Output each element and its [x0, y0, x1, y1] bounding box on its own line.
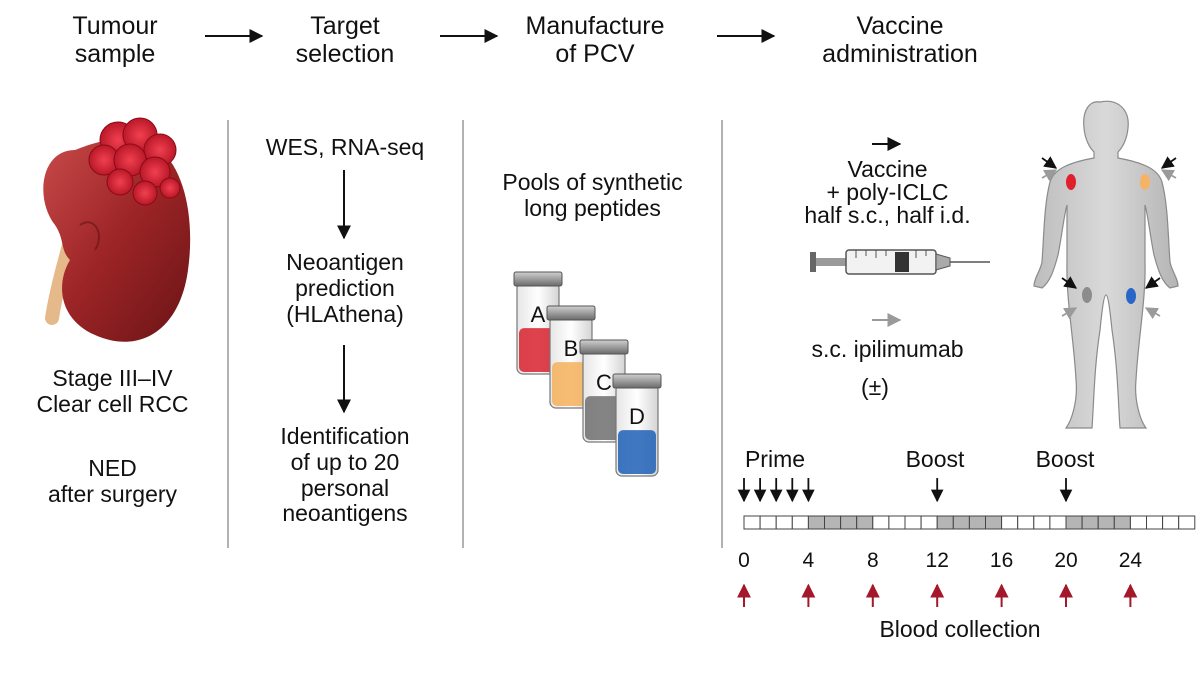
- timeline-tick-label: 12: [926, 549, 949, 572]
- timeline-week-cell: [888, 515, 906, 530]
- ipilimumab-text: s.c. ipilimumab: [811, 336, 964, 362]
- timeline-week-cell: [1081, 515, 1099, 530]
- timeline-week-cell: [1065, 515, 1083, 530]
- timeline-week-cell: [856, 515, 874, 530]
- ipilimumab-injection-arrow: [1144, 307, 1161, 320]
- timeline-week-cell: [1146, 515, 1164, 530]
- vial-label: D: [629, 404, 645, 429]
- manufacture-pools-text: Pools of synthetic long peptides: [502, 169, 683, 221]
- injection-sites: [1041, 156, 1177, 320]
- blood-collection-label: Blood collection: [879, 616, 1041, 642]
- timeline-prime-label: Prime: [744, 446, 806, 472]
- timeline-week-cell: [1033, 515, 1051, 530]
- timeline-boost-label-1: Boost: [905, 446, 965, 472]
- vial-a: A: [513, 271, 563, 375]
- vaccine-composition-text: Vaccine + poly-ICLC half s.c., half i.d.: [804, 156, 971, 228]
- target-sequencing-text: WES, RNA-seq: [265, 134, 425, 160]
- timeline-week-cell: [824, 515, 842, 530]
- timeline-week-cell: [743, 515, 761, 530]
- timeline-tick-label: 0: [738, 549, 750, 572]
- vial-label: B: [564, 336, 579, 361]
- timeline-week-cell: [791, 515, 809, 530]
- timeline-tick-label: 24: [1119, 549, 1143, 572]
- timeline-week-cell: [775, 515, 793, 530]
- timeline-tick-label: 4: [803, 549, 815, 572]
- step-title-target-selection: Target selection: [295, 12, 395, 68]
- timeline-week-cell: [952, 515, 970, 530]
- vial-c: C: [579, 339, 629, 443]
- vial-label: C: [596, 370, 612, 395]
- timeline-week-cell: [1001, 515, 1019, 530]
- tumour-ned-text: NED after surgery: [47, 455, 178, 507]
- timeline-week-cell: [1017, 515, 1035, 530]
- timeline-week-cell: [936, 515, 954, 530]
- tumour-stage-text: Stage III–IV Clear cell RCC: [36, 365, 189, 417]
- vaccine-injection-arrow: [1041, 156, 1058, 169]
- timeline-week-cell: [872, 515, 890, 530]
- vial-label: A: [531, 302, 546, 327]
- timeline-week-cell: [968, 515, 987, 530]
- vaccine-injection-arrow: [1061, 276, 1078, 289]
- injection-site-right-arm: [1140, 174, 1150, 190]
- timeline-tick-label: 8: [867, 549, 879, 572]
- timeline-week-cell: [904, 515, 922, 530]
- ipilimumab-optional-text: (±): [861, 374, 889, 400]
- timeline-week-cell: [1097, 515, 1115, 530]
- timeline-week-cell: [1113, 515, 1131, 530]
- vaccine-injection-arrow: [1160, 156, 1177, 169]
- human-body-figure: [1033, 100, 1179, 429]
- target-identification-text: Identification of up to 20 personal neoa…: [280, 423, 410, 527]
- timeline-week-cell: [920, 515, 938, 530]
- timeline-tick-label: 20: [1054, 549, 1077, 572]
- timeline-week-cell: [1162, 515, 1180, 530]
- timeline-week-cell: [759, 515, 777, 530]
- step-title-vaccine-administration: Vaccine administration: [822, 12, 978, 68]
- timeline-week-cell: [985, 515, 1003, 530]
- target-prediction-text: Neoantigen prediction (HLAthena): [286, 249, 404, 327]
- step-title-tumour-sample: Tumour sample: [72, 12, 158, 68]
- vaccine-injection-arrow: [1144, 276, 1161, 289]
- ipilimumab-injection-arrow: [1160, 169, 1177, 182]
- timeline-week-cell: [1049, 515, 1067, 530]
- timeline-graphic: 0 4 8 12 16 20 24: [737, 478, 1196, 607]
- injection-site-left-arm: [1066, 174, 1076, 190]
- vial-d: D: [612, 373, 662, 477]
- timeline-week-cell: [1129, 515, 1148, 530]
- timeline-week-cell: [807, 515, 826, 530]
- kidney-illustration: [43, 117, 191, 342]
- timeline-boost-label-2: Boost: [1035, 446, 1095, 472]
- ipilimumab-injection-arrow: [1041, 169, 1058, 182]
- injection-site-left-thigh: [1082, 287, 1092, 303]
- step-title-manufacture: Manufacture of PCV: [525, 12, 665, 68]
- ipilimumab-injection-arrow: [1061, 307, 1078, 320]
- timeline-week-cell: [1178, 515, 1196, 530]
- vial-b: B: [546, 305, 596, 409]
- timeline-week-cell: [840, 515, 858, 530]
- syringe-illustration: [810, 249, 990, 275]
- injection-site-right-thigh: [1126, 288, 1136, 304]
- timeline-tick-label: 16: [990, 549, 1013, 572]
